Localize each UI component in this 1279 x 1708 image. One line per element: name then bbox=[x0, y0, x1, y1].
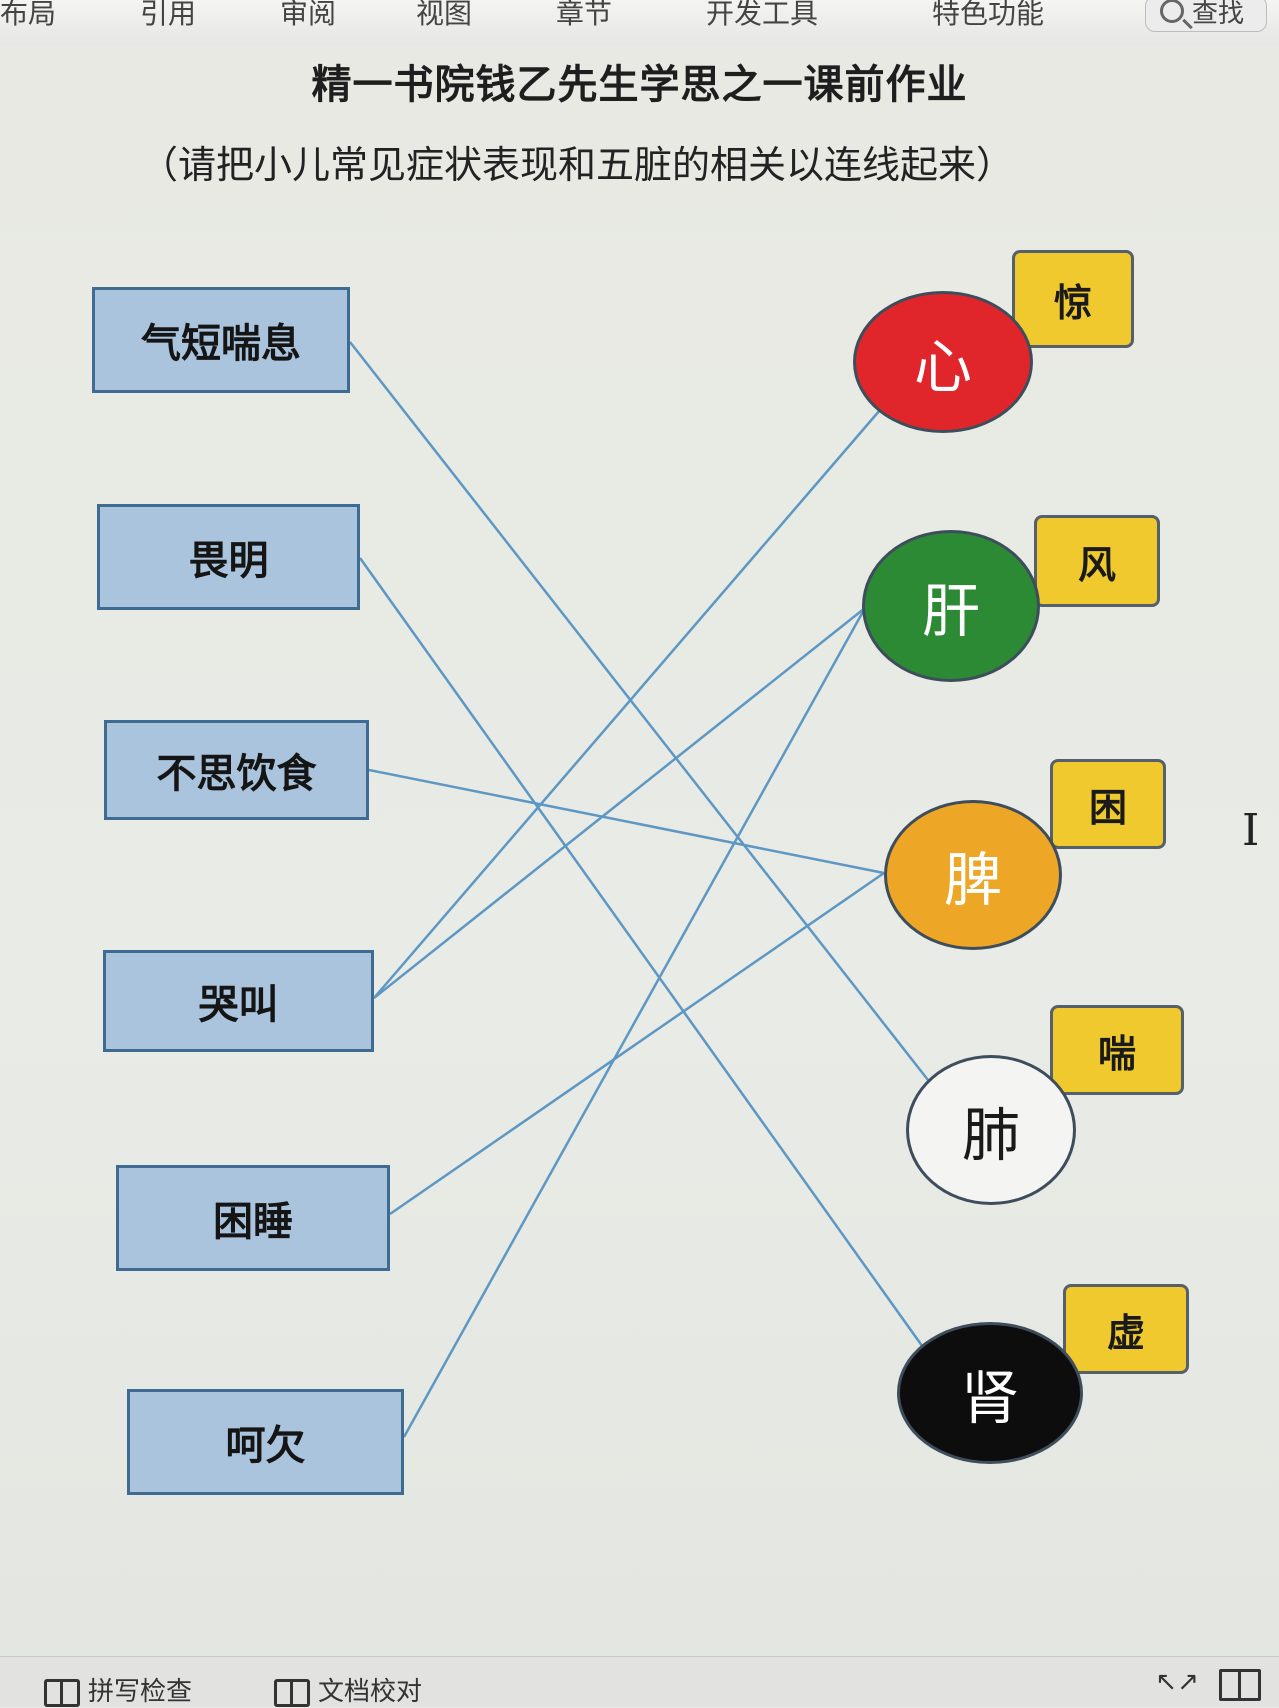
ribbon-toolbar: 布局 引用 审阅 视图 章节 开发工具 特色功能 查找 bbox=[0, 0, 1279, 47]
symptom-label: 哭叫 bbox=[198, 981, 279, 1028]
search-label: 查找 bbox=[1192, 0, 1245, 29]
tab-view[interactable]: 视图 bbox=[416, 0, 473, 30]
spell-check-button[interactable]: 拼写检查 bbox=[44, 1671, 192, 1708]
tab-section[interactable]: 章节 bbox=[556, 0, 613, 30]
tab-features[interactable]: 特色功能 bbox=[932, 0, 1045, 30]
organ-tag-label: 虚 bbox=[1106, 1309, 1145, 1355]
expand-icon[interactable]: ↖↗ bbox=[1155, 1667, 1199, 1697]
connection-line[interactable] bbox=[389, 871, 885, 1216]
doc-check-button[interactable]: 文档校对 bbox=[274, 1671, 422, 1708]
symptom-box[interactable]: 畏明 bbox=[97, 504, 360, 610]
symptom-box[interactable]: 哭叫 bbox=[103, 950, 374, 1052]
doc-check-label: 文档校对 bbox=[318, 1677, 423, 1707]
text-cursor-icon: I bbox=[1242, 805, 1260, 856]
tab-review[interactable]: 审阅 bbox=[280, 0, 337, 30]
organ-tag[interactable]: 风 bbox=[1034, 515, 1160, 607]
symptom-box[interactable]: 呵欠 bbox=[127, 1389, 404, 1495]
status-bar: 拼写检查 文档校对 ↖↗ bbox=[0, 1656, 1279, 1707]
organ-tag-label: 喘 bbox=[1097, 1030, 1136, 1076]
organ-tag[interactable]: 惊 bbox=[1012, 250, 1134, 348]
reading-layout-icon[interactable] bbox=[1219, 1669, 1261, 1701]
organ-label: 肝 bbox=[921, 577, 980, 645]
search-icon bbox=[1160, 0, 1184, 23]
document-title: 精一书院钱乙先生学思之一课前作业 bbox=[311, 61, 968, 108]
organ-circle[interactable]: 脾 bbox=[884, 800, 1062, 950]
connection-line[interactable] bbox=[373, 409, 881, 999]
organ-tag-label: 风 bbox=[1077, 541, 1116, 587]
document-subtitle: （请把小儿常见症状表现和五脏的相关以连线起来） bbox=[140, 143, 1015, 187]
tab-references[interactable]: 引用 bbox=[140, 0, 197, 30]
organ-circle[interactable]: 肝 bbox=[862, 530, 1040, 682]
organ-tag-label: 困 bbox=[1088, 784, 1127, 830]
organ-label: 肺 bbox=[961, 1101, 1020, 1169]
organ-tag[interactable]: 喘 bbox=[1050, 1005, 1184, 1095]
tab-layout[interactable]: 布局 bbox=[0, 0, 57, 30]
symptom-label: 困睡 bbox=[213, 1198, 293, 1245]
symptom-label: 不思饮食 bbox=[156, 750, 317, 797]
book-icon bbox=[44, 1678, 80, 1707]
symptom-label: 畏明 bbox=[188, 537, 269, 584]
organ-circle[interactable]: 心 bbox=[853, 291, 1033, 433]
organ-label: 肾 bbox=[960, 1364, 1019, 1432]
organ-circle[interactable]: 肾 bbox=[897, 1322, 1083, 1464]
organ-tag-label: 惊 bbox=[1053, 279, 1092, 325]
organ-tag[interactable]: 困 bbox=[1050, 759, 1166, 849]
symptom-box[interactable]: 困睡 bbox=[116, 1165, 390, 1271]
connection-line[interactable] bbox=[373, 607, 866, 999]
organ-label: 脾 bbox=[943, 846, 1002, 914]
connection-line[interactable] bbox=[402, 607, 867, 1438]
connection-line[interactable] bbox=[349, 341, 929, 1081]
search-box[interactable]: 查找 bbox=[1145, 0, 1267, 32]
symptom-label: 气短喘息 bbox=[141, 320, 301, 367]
symptom-label: 呵欠 bbox=[225, 1422, 306, 1469]
connection-line[interactable] bbox=[358, 557, 927, 1351]
organ-circle[interactable]: 肺 bbox=[906, 1055, 1076, 1205]
tab-developer[interactable]: 开发工具 bbox=[706, 0, 819, 30]
symptom-box[interactable]: 气短喘息 bbox=[92, 287, 350, 393]
spell-check-label: 拼写检查 bbox=[88, 1677, 193, 1707]
symptom-box[interactable]: 不思饮食 bbox=[104, 720, 369, 820]
organ-tag[interactable]: 虚 bbox=[1063, 1284, 1189, 1374]
book-icon bbox=[274, 1678, 310, 1707]
connection-line[interactable] bbox=[368, 768, 885, 875]
organ-label: 心 bbox=[913, 333, 972, 401]
